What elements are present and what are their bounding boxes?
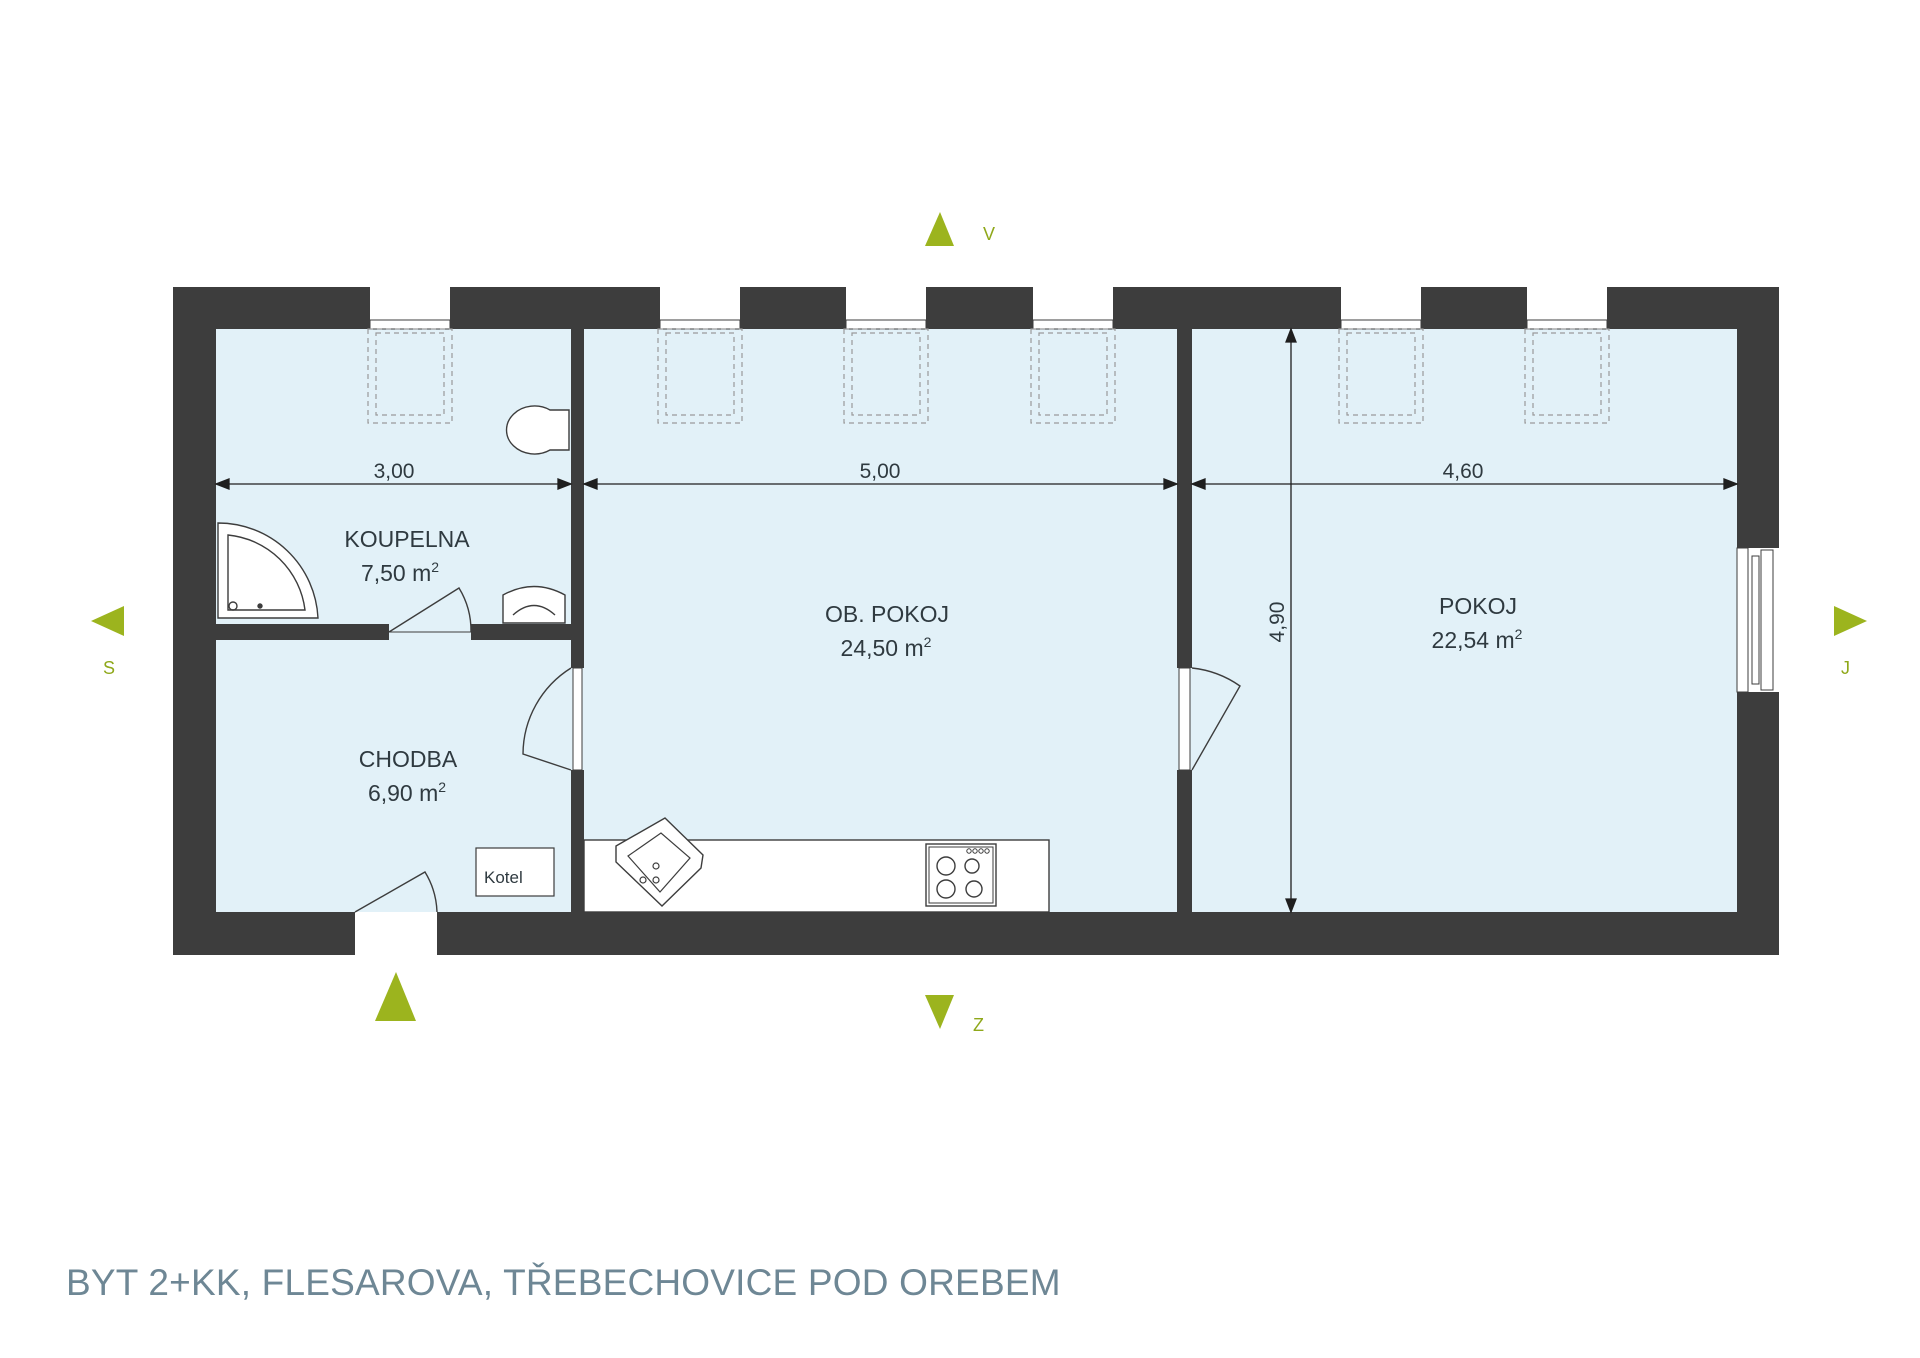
washbasin-icon bbox=[502, 585, 566, 624]
boiler-box bbox=[475, 847, 555, 897]
floor-ob-pokoj bbox=[584, 329, 1177, 912]
room-area-chodba: 6,90 m2 bbox=[368, 779, 446, 806]
entrance-door-opening bbox=[355, 912, 437, 955]
window-1 bbox=[367, 287, 453, 424]
window-east bbox=[1736, 547, 1779, 693]
door-openings bbox=[355, 624, 1192, 955]
window-6 bbox=[1524, 287, 1610, 424]
cooktop-icon bbox=[925, 843, 997, 907]
compass-label-north: V bbox=[983, 224, 995, 244]
toilet-icon bbox=[505, 405, 570, 455]
door-swings bbox=[354, 587, 1241, 913]
room-name-koupelna: KOUPELNA bbox=[344, 526, 470, 552]
door-swing-bath bbox=[388, 587, 472, 633]
room-area-pokoj: 22,54 m2 bbox=[1432, 626, 1523, 653]
wall-right-partition bbox=[1177, 329, 1192, 912]
windows bbox=[367, 287, 1779, 693]
door-swing-chodba bbox=[522, 667, 572, 771]
compass-arrow-south bbox=[925, 995, 954, 1029]
dimension-label-room: 4,60 bbox=[1443, 460, 1484, 483]
window-2 bbox=[657, 287, 743, 424]
room-area-koupelna: 7,50 m2 bbox=[361, 559, 439, 586]
compass-arrow-north bbox=[925, 212, 954, 246]
window-3 bbox=[843, 287, 929, 424]
compass-label-east: J bbox=[1841, 658, 1850, 678]
floor-pokoj bbox=[1192, 329, 1737, 912]
door-swing-pokoj bbox=[1191, 667, 1241, 771]
compass-label-west: S bbox=[103, 658, 115, 678]
room-labels: KOUPELNA 7,50 m2 CHODBA 6,90 m2 OB. POKO… bbox=[344, 526, 1522, 806]
dimension-labels: 3,00 5,00 4,60 4,90 bbox=[374, 460, 1484, 642]
shower-tray-icon bbox=[227, 534, 306, 611]
compass-arrow-east bbox=[1834, 606, 1867, 636]
room-area-ob-pokoj: 24,50 m2 bbox=[841, 634, 932, 661]
compass-label-south: Z bbox=[973, 1015, 984, 1035]
boiler: Kotel bbox=[475, 847, 555, 897]
room-name-ob-pokoj: OB. POKOJ bbox=[825, 601, 949, 627]
bathroom-fixtures bbox=[217, 405, 570, 624]
window-4 bbox=[1030, 287, 1116, 424]
room-name-chodba: CHODBA bbox=[359, 746, 458, 772]
dimension-lines bbox=[214, 327, 1739, 914]
kitchen-counter bbox=[583, 817, 1050, 913]
entrance-arrow-icon bbox=[375, 972, 416, 1021]
dimension-label-depth: 4,90 bbox=[1266, 602, 1289, 643]
compass-arrow-west bbox=[91, 606, 124, 636]
dimension-label-bath: 3,00 bbox=[374, 460, 415, 483]
boiler-label: Kotel bbox=[484, 868, 523, 887]
compass-markers: V Z S J bbox=[91, 212, 1867, 1035]
wall-left-partition bbox=[571, 329, 584, 912]
sink-icon bbox=[615, 817, 704, 907]
door-swing-entrance bbox=[354, 871, 438, 913]
dimension-label-living: 5,00 bbox=[860, 460, 901, 483]
shower-icon bbox=[217, 522, 319, 619]
room-floors bbox=[216, 329, 1737, 912]
room-name-pokoj: POKOJ bbox=[1439, 593, 1517, 619]
plan-caption: BYT 2+KK, FLESAROVA, TŘEBECHOVICE POD OR… bbox=[66, 1262, 1061, 1303]
window-5 bbox=[1338, 287, 1424, 424]
